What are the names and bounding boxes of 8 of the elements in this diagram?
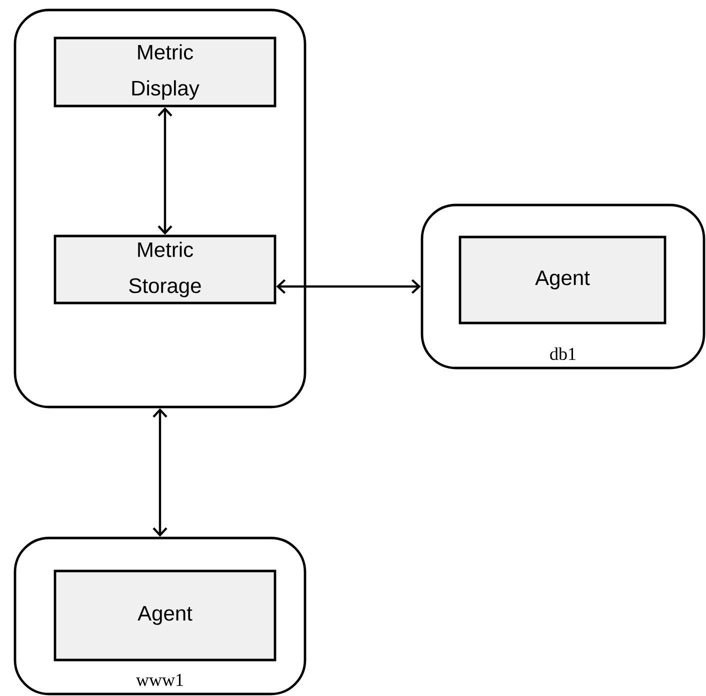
double-arrow [152,408,168,537]
component-box: Metric Display [54,36,276,108]
container-box [14,8,306,408]
component-box: Metric Storage [54,234,276,304]
double-arrow [158,107,172,235]
component-box: Agent [54,570,276,662]
double-arrow [276,279,421,294]
component-box: Agent [458,236,666,324]
